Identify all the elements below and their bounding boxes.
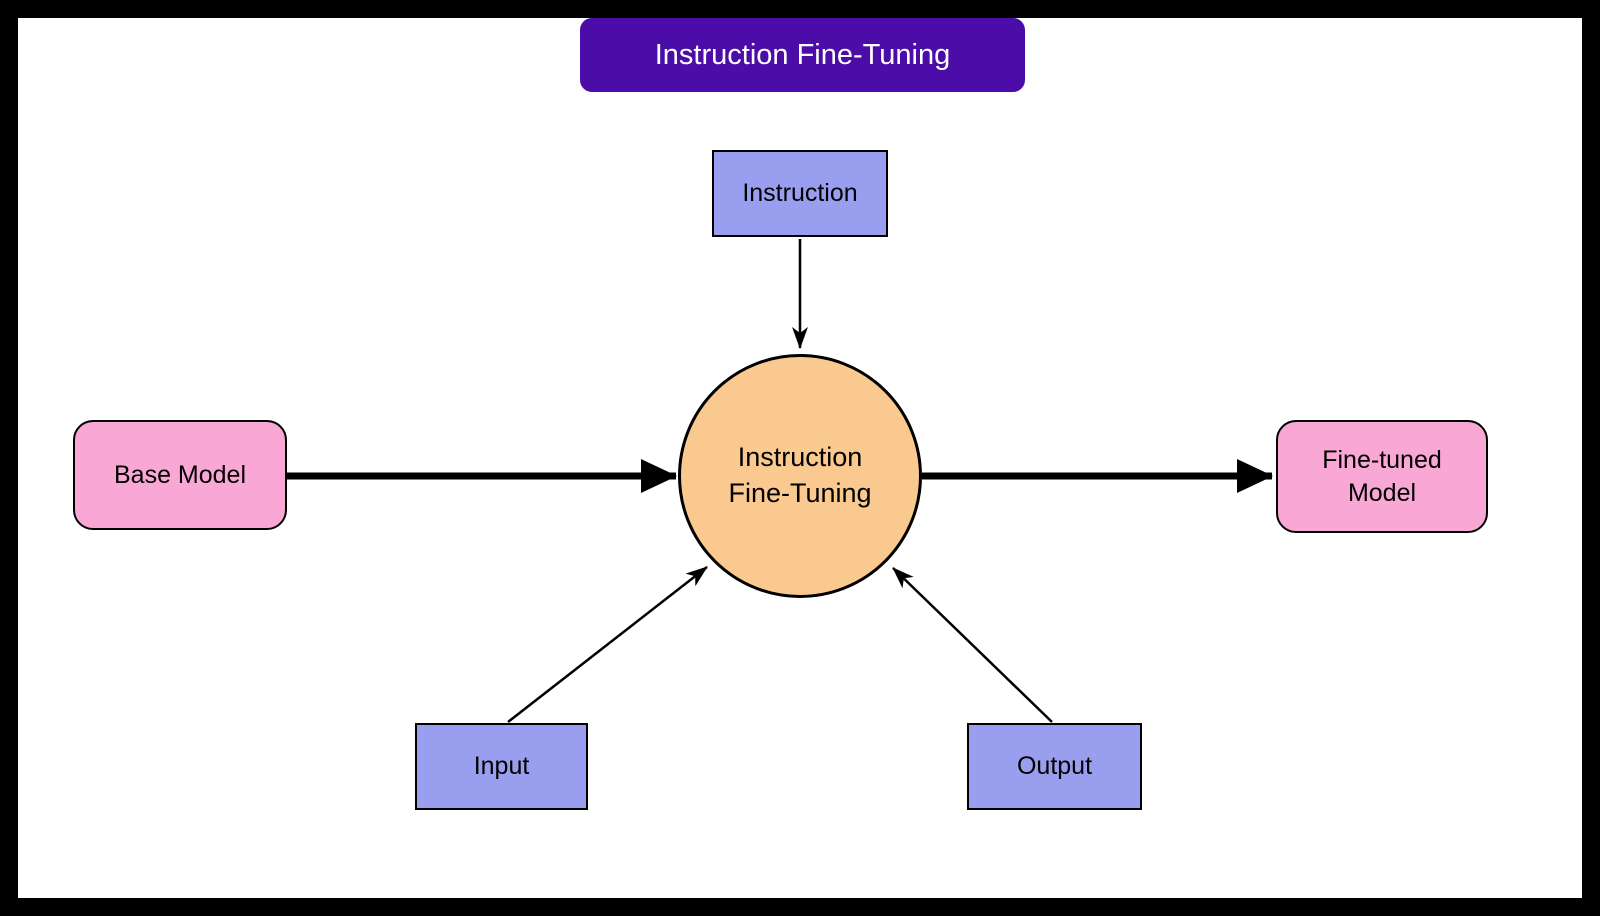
- node-fine-tuned-model: Fine-tuned Model: [1276, 420, 1488, 533]
- node-instruction-fine-tuning: Instruction Fine-Tuning: [678, 354, 922, 598]
- node-input-label: Input: [473, 752, 530, 780]
- node-input: Input: [415, 723, 588, 810]
- node-instruction-label: Instruction: [742, 179, 858, 207]
- node-base-model-label: Base Model: [113, 460, 247, 489]
- node-output: Output: [967, 723, 1142, 810]
- node-instruction-fine-tuning-label: Instruction Fine-Tuning: [728, 442, 872, 508]
- title-text: Instruction Fine-Tuning: [654, 38, 951, 71]
- node-instruction: Instruction: [712, 150, 888, 237]
- node-output-label: Output: [1016, 752, 1093, 780]
- node-fine-tuned-model-label: Fine-tuned Model: [1322, 445, 1442, 507]
- node-base-model: Base Model: [73, 420, 287, 530]
- title-banner: Instruction Fine-Tuning: [580, 18, 1025, 92]
